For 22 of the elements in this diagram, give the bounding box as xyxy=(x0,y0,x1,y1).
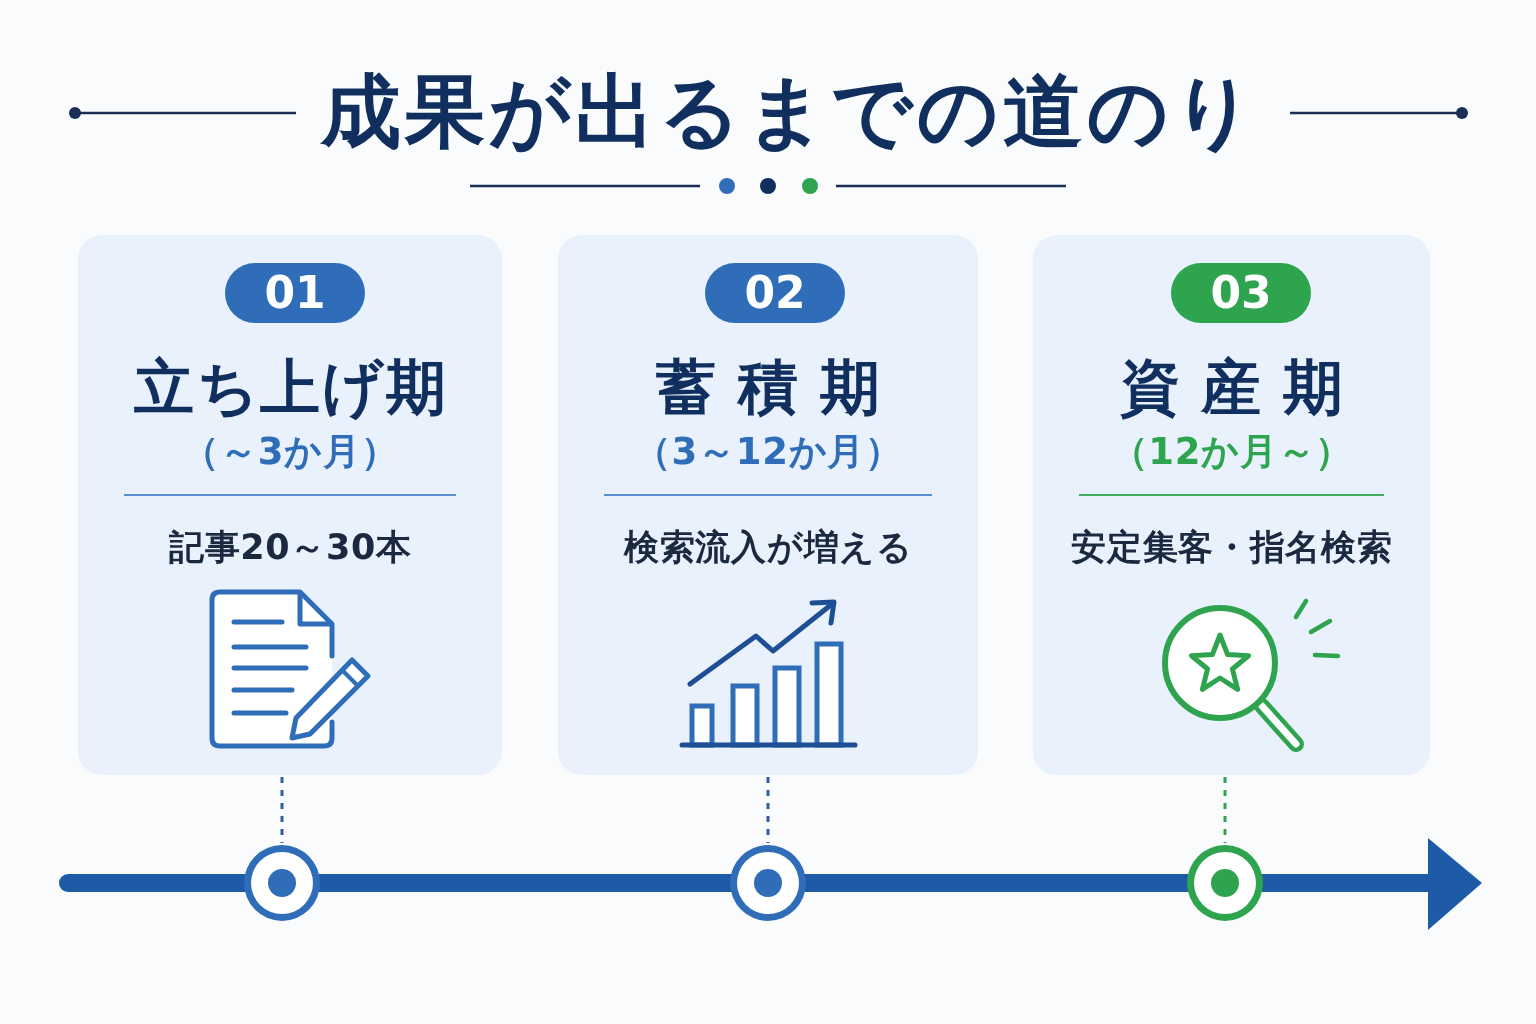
dashed-connector xyxy=(1223,777,1227,843)
description-text: 安定集客・指名検索 xyxy=(1070,527,1393,568)
period-text: （3～12か月） xyxy=(633,431,903,474)
stage-heading: 立ち上げ期 xyxy=(133,353,449,422)
period-text: （12か月～） xyxy=(1109,431,1354,474)
timeline-marker xyxy=(730,845,806,921)
number-badge: 01 xyxy=(225,263,365,323)
stage-card xyxy=(558,235,978,775)
period-text: （～3か月） xyxy=(181,431,399,474)
number-badge: 02 xyxy=(705,263,845,323)
timeline-marker xyxy=(1187,845,1263,921)
stage-heading: 蓄積期 xyxy=(655,353,902,422)
description-text: 記事20～30本 xyxy=(168,527,412,568)
title: 成果が出るまでの道のり xyxy=(321,64,1259,160)
stage-heading: 資産期 xyxy=(1118,353,1365,422)
timeline-marker xyxy=(244,845,320,921)
number-badge: 03 xyxy=(1171,263,1311,323)
stage-card xyxy=(1033,235,1430,775)
stage-card xyxy=(78,235,502,775)
dashed-connector xyxy=(280,777,284,843)
description-text: 検索流入が増える xyxy=(623,527,913,568)
dashed-connector xyxy=(766,777,770,843)
